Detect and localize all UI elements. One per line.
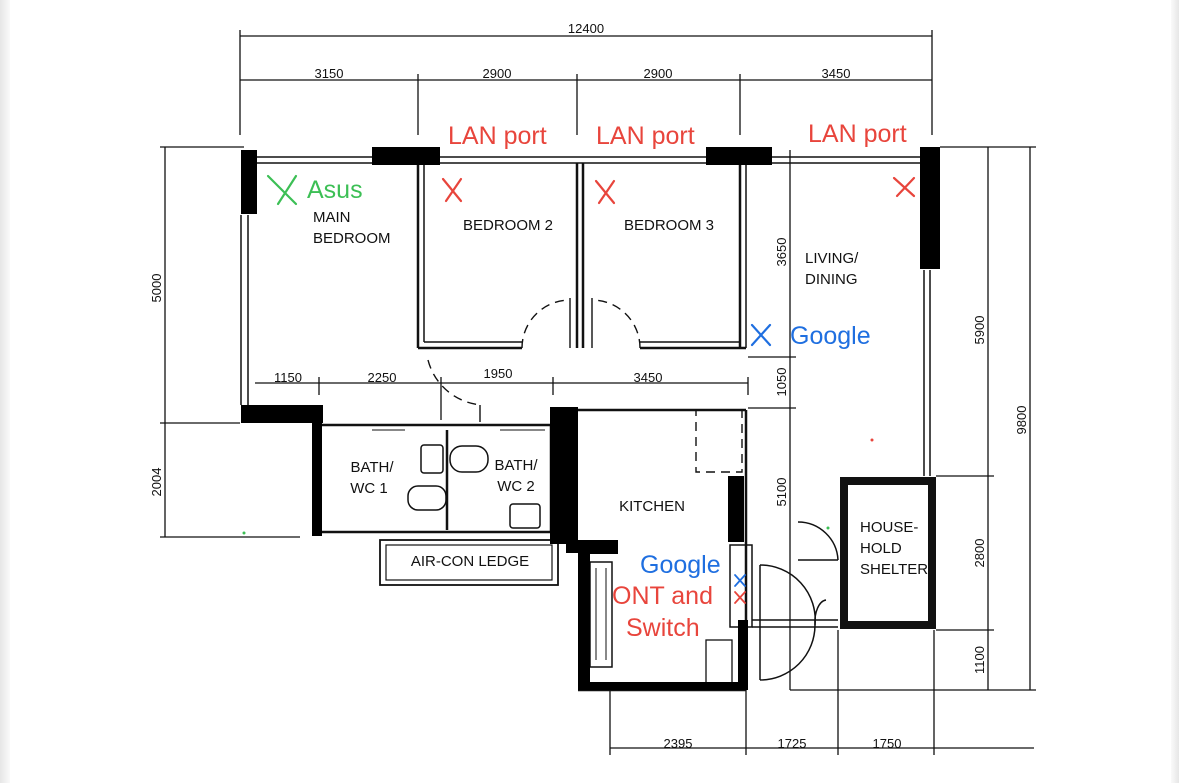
dim-living-2: 1050 (774, 368, 789, 397)
dimension-lines (160, 30, 1036, 755)
door-swings (427, 298, 743, 473)
solid-walls (241, 147, 940, 690)
room-bedroom-3: BEDROOM 3 (624, 217, 714, 234)
room-main-bedroom-2: BEDROOM (313, 230, 391, 247)
marker-dot (242, 531, 246, 535)
ont-label-line1: ONT and (612, 582, 713, 610)
room-bath2-1: BATH/ (494, 457, 538, 474)
room-kitchen: KITCHEN (619, 498, 685, 515)
dim-top-3: 2900 (644, 66, 673, 81)
annotation-labels: LAN port LAN port LAN port Asus Google G… (307, 120, 907, 642)
dim-inner-2: 2250 (368, 370, 397, 385)
dim-right-3: 2800 (972, 539, 987, 568)
room-bath1-1: BATH/ (350, 459, 394, 476)
x-mark-bedroom2 (441, 177, 463, 203)
marker-dot (870, 438, 874, 442)
dim-bottom-3: 1750 (873, 736, 902, 751)
room-bath1-2: WC 1 (350, 480, 388, 497)
room-shelter-3: SHELTER (860, 561, 928, 578)
lan-port-label-3: LAN port (808, 120, 907, 148)
x-mark-google-kitchen (734, 574, 746, 587)
page-edge-left (0, 0, 10, 783)
dim-left-1: 5000 (149, 274, 164, 303)
dim-living-3: 5100 (774, 478, 789, 507)
room-bath2-2: WC 2 (497, 478, 535, 495)
google-label-living: Google (790, 322, 871, 350)
fixtures (372, 429, 545, 529)
marker-dot (826, 526, 830, 530)
dim-bottom-2: 1725 (778, 736, 807, 751)
x-mark-living (892, 176, 916, 198)
dim-top-4: 3450 (822, 66, 851, 81)
dim-inner-1: 1150 (274, 370, 302, 385)
x-mark-asus (266, 174, 298, 206)
dim-inner-3: 1950 (484, 366, 513, 381)
room-living-1: LIVING/ (805, 250, 859, 267)
dimension-labels: 12400 3150 2900 2900 3450 1150 2250 1950… (149, 21, 1029, 751)
entry-doors (759, 521, 839, 681)
dim-living-1: 3650 (774, 238, 789, 267)
room-shelter-2: HOLD (860, 540, 902, 557)
dim-right-1: 5900 (972, 316, 987, 345)
x-mark-bedroom3 (594, 179, 616, 205)
annotation-marks (266, 174, 916, 604)
google-label-kitchen: Google (640, 551, 721, 579)
x-mark-ont (734, 591, 746, 604)
room-living-2: DINING (805, 271, 858, 288)
room-shelter-1: HOUSE- (860, 519, 918, 536)
page-edge-right (1171, 0, 1179, 783)
dim-inner-4: 3450 (634, 370, 663, 385)
x-mark-google-living (750, 323, 772, 347)
room-aircon-ledge: AIR-CON LEDGE (411, 553, 529, 570)
room-labels: MAIN BEDROOM BEDROOM 2 BEDROOM 3 LIVING/… (313, 209, 928, 578)
dim-top-1: 3150 (315, 66, 344, 81)
dim-bottom-1: 2395 (664, 736, 693, 751)
ont-label-line2: Switch (626, 614, 700, 642)
lan-port-label-2: LAN port (596, 122, 695, 150)
dim-top-2: 2900 (483, 66, 512, 81)
asus-label: Asus (307, 176, 363, 204)
room-main-bedroom-1: MAIN (313, 209, 351, 226)
dim-right-2: 9800 (1014, 406, 1029, 435)
room-bedroom-2: BEDROOM 2 (463, 217, 553, 234)
dim-overall: 12400 (568, 21, 604, 36)
lan-port-label-1: LAN port (448, 122, 547, 150)
dim-right-4: 1100 (972, 646, 987, 674)
dim-left-2: 2004 (149, 468, 164, 497)
